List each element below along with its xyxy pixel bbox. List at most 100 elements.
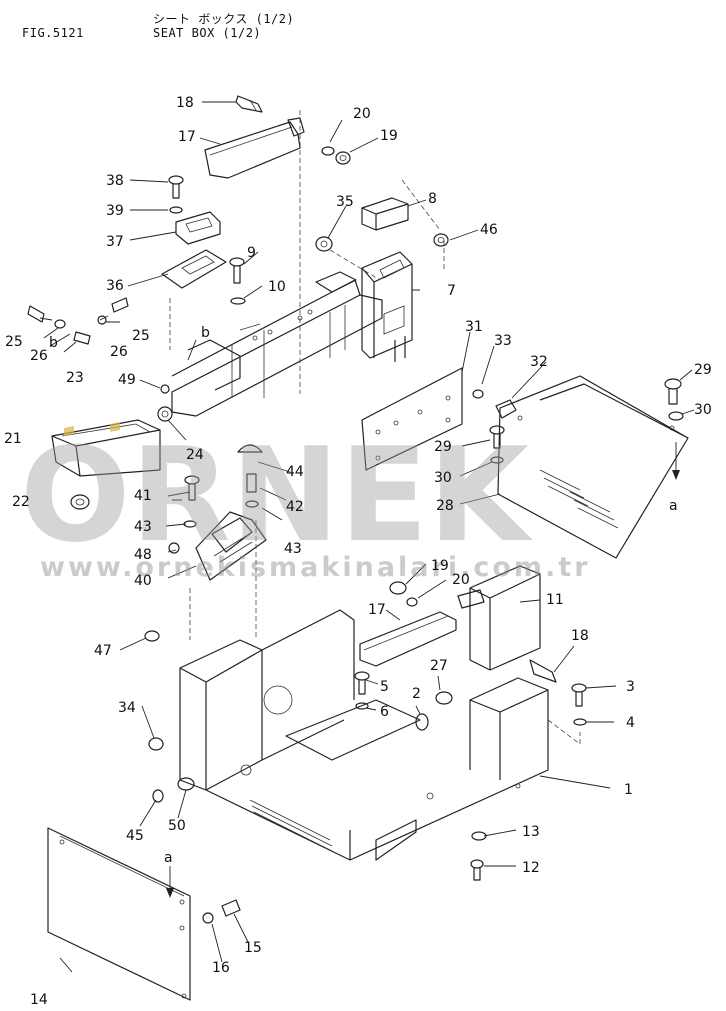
part-armrest-lower (359, 581, 457, 667)
callout-45: 45 (126, 828, 144, 844)
part-bolt-38 (168, 175, 184, 214)
part-grommet-35 (315, 236, 333, 252)
callout-20-lower: 20 (452, 572, 470, 588)
part-pin-upper (235, 95, 263, 113)
callout-11: 11 (546, 592, 564, 608)
callout-20: 20 (353, 106, 371, 122)
callout-17: 17 (178, 129, 196, 145)
ref-a-lower: a (164, 850, 173, 866)
part-bolt-3-4 (571, 683, 587, 726)
callout-50: 50 (168, 818, 186, 834)
callout-34: 34 (118, 700, 136, 716)
callout-30-right: 30 (694, 402, 712, 418)
part-bolt-15-16 (202, 899, 241, 924)
callout-24: 24 (186, 447, 204, 463)
part-grommet-2-27 (415, 691, 453, 731)
callout-48: 48 (134, 547, 152, 563)
part-plate-14 (47, 827, 191, 1001)
part-grommet-22 (70, 494, 90, 510)
ref-b-left: b (49, 335, 58, 351)
callout-33: 33 (494, 333, 512, 349)
callout-43-right: 43 (284, 541, 302, 557)
callout-10: 10 (268, 279, 286, 295)
part-pin-18-lower (529, 659, 557, 683)
part-bolt-5-6 (354, 671, 370, 710)
callout-44: 44 (286, 464, 304, 480)
leader-lines (39, 101, 695, 973)
callout-49: 49 (118, 372, 136, 388)
title-japanese: シート ボックス (1/2) (153, 12, 295, 26)
callout-43-left: 43 (134, 519, 152, 535)
callout-41: 41 (134, 488, 152, 504)
callout-29-right: 29 (694, 362, 712, 378)
callout-numbers: 18 17 20 19 38 39 37 36 35 8 46 9 10 7 2… (4, 95, 712, 1008)
callout-12: 12 (522, 860, 540, 876)
part-cap-8 (361, 197, 409, 231)
callout-3: 3 (626, 679, 635, 695)
title-english: SEAT BOX (1/2) (153, 26, 262, 40)
callout-19: 19 (380, 128, 398, 144)
callout-4: 4 (626, 715, 635, 731)
callout-38: 38 (106, 173, 124, 189)
callout-8: 8 (428, 191, 437, 207)
part-block-11 (457, 565, 541, 671)
part-armrest-upper (204, 117, 305, 179)
callout-46: 46 (480, 222, 498, 238)
callout-15: 15 (244, 940, 262, 956)
callout-25-right: 25 (132, 328, 150, 344)
watermark-url: www.ornekismakinalari.com.tr (40, 552, 591, 583)
callout-6: 6 (380, 704, 389, 720)
callout-17-lower: 17 (368, 602, 386, 618)
callout-5: 5 (380, 679, 389, 695)
callout-35: 35 (336, 194, 354, 210)
ref-a-right: a (669, 498, 678, 514)
part-bolt-9 (229, 257, 246, 305)
part-plate-31 (361, 367, 463, 471)
part-seat-box-1 (179, 609, 549, 861)
callout-39: 39 (106, 203, 124, 219)
part-box-21 (51, 419, 161, 477)
part-bolts-25-26 (27, 297, 129, 345)
callout-40: 40 (134, 573, 152, 589)
part-bracket-37 (175, 211, 221, 245)
part-washer-nut-upper (321, 146, 351, 165)
watermark-logo: ORNEK (20, 419, 533, 571)
part-grommet-24-49 (157, 384, 173, 422)
part-knob-44-42 (237, 444, 263, 508)
part-console-40 (168, 511, 267, 581)
callout-32: 32 (530, 354, 548, 370)
callout-2: 2 (412, 686, 421, 702)
part-grommet-34-45-47-50 (144, 630, 195, 803)
part-bolt-12-13 (470, 831, 487, 881)
callout-18-lower: 18 (571, 628, 589, 644)
callout-28: 28 (436, 498, 454, 514)
callout-21: 21 (4, 431, 22, 447)
figure-number: FIG.5121 (22, 26, 84, 40)
callout-22: 22 (12, 494, 30, 510)
callout-26-left: 26 (30, 348, 48, 364)
callout-25-left: 25 (5, 334, 23, 350)
part-grommet-46 (433, 233, 449, 247)
callout-1: 1 (624, 782, 633, 798)
callout-26-right: 26 (110, 344, 128, 360)
callout-29-mid: 29 (434, 439, 452, 455)
callout-42: 42 (286, 499, 304, 515)
callout-30-mid: 30 (434, 470, 452, 486)
callout-31: 31 (465, 319, 483, 335)
callout-16: 16 (212, 960, 230, 976)
part-upright-7 (361, 251, 413, 362)
callout-13: 13 (522, 824, 540, 840)
part-bolt-29-30 (489, 378, 684, 464)
ref-b-right: b (201, 325, 210, 341)
callout-36: 36 (106, 278, 124, 294)
callout-47: 47 (94, 643, 112, 659)
callout-9: 9 (247, 245, 256, 261)
callout-14: 14 (30, 992, 48, 1008)
callout-18: 18 (176, 95, 194, 111)
part-plate-36 (161, 249, 227, 289)
callout-23: 23 (66, 370, 84, 386)
callout-7: 7 (447, 283, 456, 299)
callout-37: 37 (106, 234, 124, 250)
callout-19-lower: 19 (431, 558, 449, 574)
